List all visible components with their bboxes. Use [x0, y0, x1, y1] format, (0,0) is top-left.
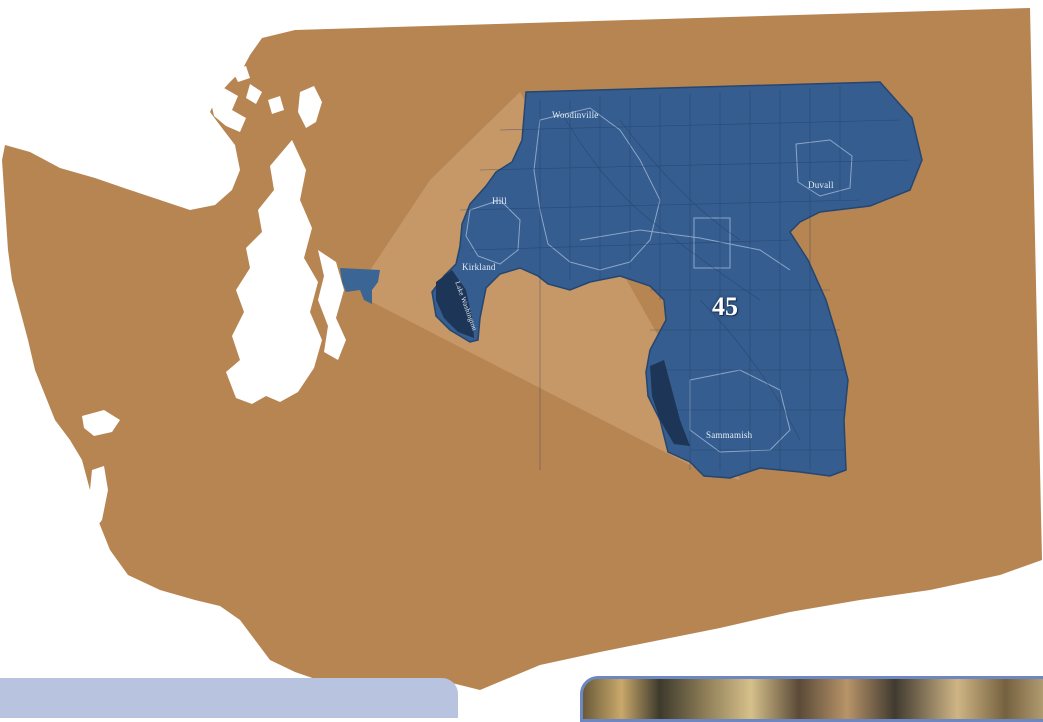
redmond-label: Duvall	[808, 180, 834, 190]
hill-label: Hill	[492, 196, 507, 206]
info-panel	[0, 678, 458, 718]
puget-sound-water	[226, 140, 322, 404]
district-locator-marker	[340, 268, 380, 304]
willapa-bay	[88, 466, 108, 530]
woodinville-label: Woodinville	[552, 110, 599, 120]
kirkland-label: Kirkland	[462, 262, 496, 272]
district-number-label: 45	[712, 292, 738, 321]
kirkland-boundary	[465, 199, 521, 265]
whidbey-island-gap	[298, 86, 322, 128]
central-boundary	[579, 229, 791, 271]
washington-state-map	[2, 8, 1042, 690]
lake-washington-shape	[436, 270, 474, 338]
lake-sammamish-shape	[650, 360, 690, 446]
grays-harbor	[82, 410, 120, 436]
duvall-boundary	[795, 139, 853, 197]
photo-thumbnail	[580, 676, 1043, 722]
san-juan-islands	[210, 66, 284, 132]
district-45-shape	[431, 81, 923, 479]
sammamish-label: Sammamish	[706, 430, 753, 440]
puget-sound-inlet	[318, 250, 346, 360]
